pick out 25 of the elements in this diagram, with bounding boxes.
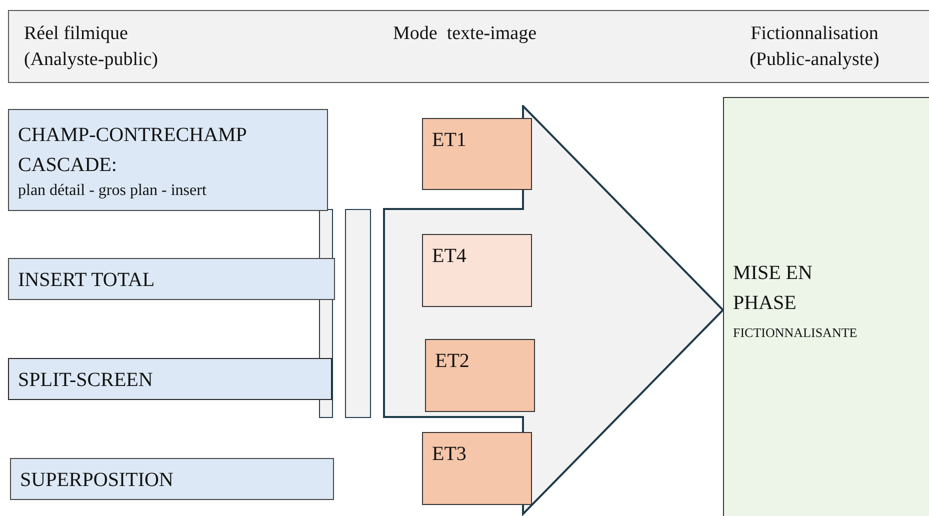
node-text: SUPERPOSITION xyxy=(20,468,174,493)
node-text: FICTIONNALISANTE xyxy=(733,324,858,342)
header-band xyxy=(8,10,929,83)
process-box xyxy=(422,432,532,505)
node-text: plan détail - gros plan - insert xyxy=(18,181,206,201)
node-text: Mode texte-image xyxy=(393,22,537,46)
node-text: ET2 xyxy=(435,349,470,374)
process-box xyxy=(8,109,328,211)
process-box xyxy=(422,234,532,307)
node-text: CHAMP-CONTRECHAMP CASCADE: xyxy=(18,123,248,178)
result-panel xyxy=(723,97,929,516)
bar-shape xyxy=(345,209,371,418)
node-text: ET3 xyxy=(432,442,466,467)
node-text: INSERT TOTAL xyxy=(18,268,155,293)
node-text: Fictionnalisation (Public-analyste) xyxy=(748,22,880,72)
node-text: SPLIT-SCREEN xyxy=(18,368,153,393)
process-box xyxy=(8,358,332,400)
process-box xyxy=(425,339,535,412)
process-box xyxy=(422,118,532,190)
node-text: ET1 xyxy=(432,128,466,153)
node-text: ET4 xyxy=(432,244,466,269)
node-text: Réel filmique (Analyste-public) xyxy=(24,22,160,72)
process-box xyxy=(10,458,334,500)
node-text: MISE EN PHASE xyxy=(733,261,814,316)
process-box xyxy=(8,258,335,300)
